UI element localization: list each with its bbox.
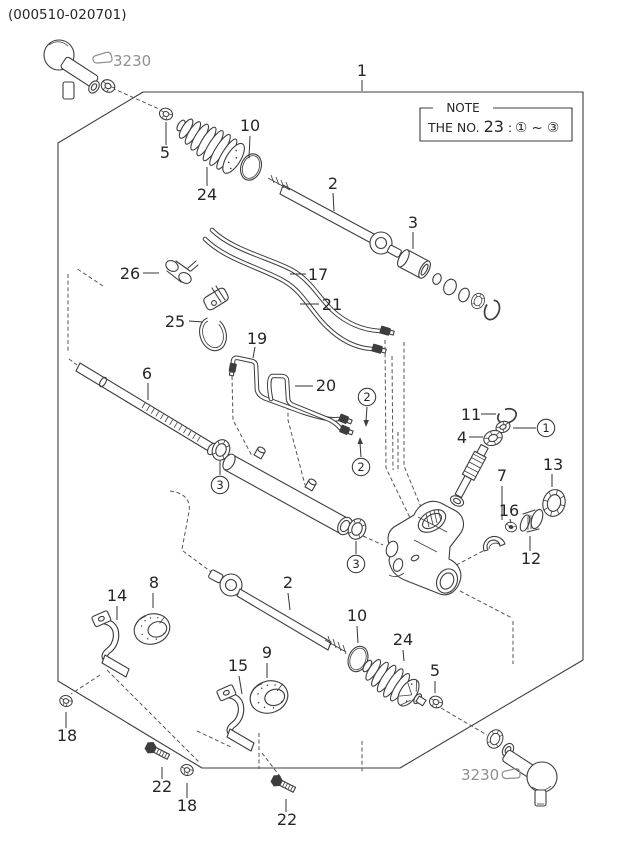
washer-bottom	[483, 726, 507, 752]
label-2-bottom: 2	[283, 573, 293, 592]
pipe-clamp-26	[165, 260, 199, 284]
label-10-top: 10	[240, 116, 260, 135]
inner-tie-rod-2-bottom	[208, 569, 347, 655]
rack-bushing-3	[397, 249, 431, 279]
lock-nut-5-top	[157, 105, 175, 123]
return-pipe-21	[202, 236, 387, 354]
feed-pipe-20	[266, 373, 354, 436]
assembly-boundary	[57, 91, 584, 769]
mount-bracket-14	[91, 610, 129, 677]
label-18-mid: 18	[177, 796, 197, 815]
label-5-top: 5	[160, 143, 170, 162]
label-1: 1	[357, 61, 367, 80]
label-17: 17	[308, 265, 328, 284]
label-15: 15	[228, 656, 248, 675]
label-25: 25	[165, 312, 185, 331]
label-3: 3	[408, 213, 418, 232]
ref-3230-bottom: 3230	[461, 766, 521, 784]
circled-index-labels: 1 2 2 3 3	[210, 387, 556, 574]
adjuster-nut-16	[505, 521, 517, 533]
label-4: 4	[457, 428, 467, 447]
label-22-left: 22	[152, 777, 172, 796]
label-26: 26	[120, 264, 140, 283]
label-18-left: 18	[57, 726, 77, 745]
flange-nut-18-left	[58, 693, 74, 709]
inner-tie-rod-2-top	[267, 174, 402, 258]
circled-2-upper: 2	[357, 387, 377, 407]
svg-text:2: 2	[357, 460, 364, 474]
mount-clamp-7	[482, 535, 506, 552]
lock-nut-5-bottom	[427, 693, 445, 711]
circled-1: 1	[536, 418, 556, 438]
label-19: 19	[247, 329, 267, 348]
note-box: NOTE THE NO.23:① ~ ③	[419, 100, 573, 142]
tie-rod-end-bottom	[501, 742, 558, 807]
label-9: 9	[262, 643, 272, 662]
part-number-labels: 1 2 3 10 5 24 26 25 17 21 19 20 6 2 8 14…	[57, 61, 563, 829]
label-11: 11	[461, 405, 481, 424]
snap-ring-10-top	[239, 153, 263, 181]
seal-washer-circ1	[495, 420, 511, 434]
label-16: 16	[499, 501, 519, 520]
valve-gear-housing	[385, 500, 465, 596]
pressure-pipe-17	[209, 227, 395, 336]
label-5-bottom: 5	[430, 661, 440, 680]
ref-3230-top: 3230	[92, 51, 151, 70]
label-6: 6	[142, 364, 152, 383]
label-24-top: 24	[197, 185, 217, 204]
flange-nut-18-mid	[179, 762, 195, 778]
cylinder-tube	[222, 446, 353, 536]
note-text: THE NO.23:① ~ ③	[427, 117, 559, 136]
bolt-22-left	[142, 739, 172, 764]
circled-3-left: 3	[210, 475, 230, 495]
circled-3-right: 3	[346, 554, 366, 574]
leader-lines	[65, 80, 553, 812]
tie-rod-end-top	[43, 39, 100, 100]
label-13: 13	[543, 455, 563, 474]
label-22-mid: 22	[277, 810, 297, 829]
mount-bracket-15	[216, 684, 254, 751]
note-title: NOTE	[446, 101, 479, 115]
svg-text:3: 3	[216, 478, 223, 492]
label-21: 21	[322, 295, 342, 314]
ref-3230-top-text: 3230	[113, 52, 151, 70]
lock-ring-13	[542, 489, 566, 517]
label-7: 7	[497, 466, 507, 485]
seal-ring-set	[432, 273, 501, 321]
snap-ring-11	[496, 407, 518, 425]
castle-nut-top	[98, 76, 118, 96]
label-24-bottom: 24	[393, 630, 413, 649]
band-clamp-25	[199, 285, 229, 352]
catalog-range-code: (000510-020701)	[8, 7, 126, 23]
label-8: 8	[149, 573, 159, 592]
label-20: 20	[316, 376, 336, 395]
label-10-bottom: 10	[347, 606, 367, 625]
bellows-boot-24-top	[176, 118, 245, 174]
bolt-22-mid	[268, 772, 298, 797]
label-12: 12	[521, 549, 541, 568]
mount-bushing-9	[245, 675, 293, 719]
label-14: 14	[107, 586, 127, 605]
svg-text:1: 1	[542, 421, 549, 435]
svg-text:3: 3	[352, 557, 359, 571]
ref-3230-bottom-text: 3230	[461, 766, 499, 784]
circled-2-lower: 2	[351, 457, 371, 477]
svg-text:2: 2	[363, 390, 370, 404]
yoke-plug-12	[519, 508, 544, 533]
mount-bushing-8	[129, 608, 175, 650]
label-2-top: 2	[328, 174, 338, 193]
bearing-4	[483, 429, 503, 447]
bellows-boot-24-bottom	[362, 658, 427, 707]
